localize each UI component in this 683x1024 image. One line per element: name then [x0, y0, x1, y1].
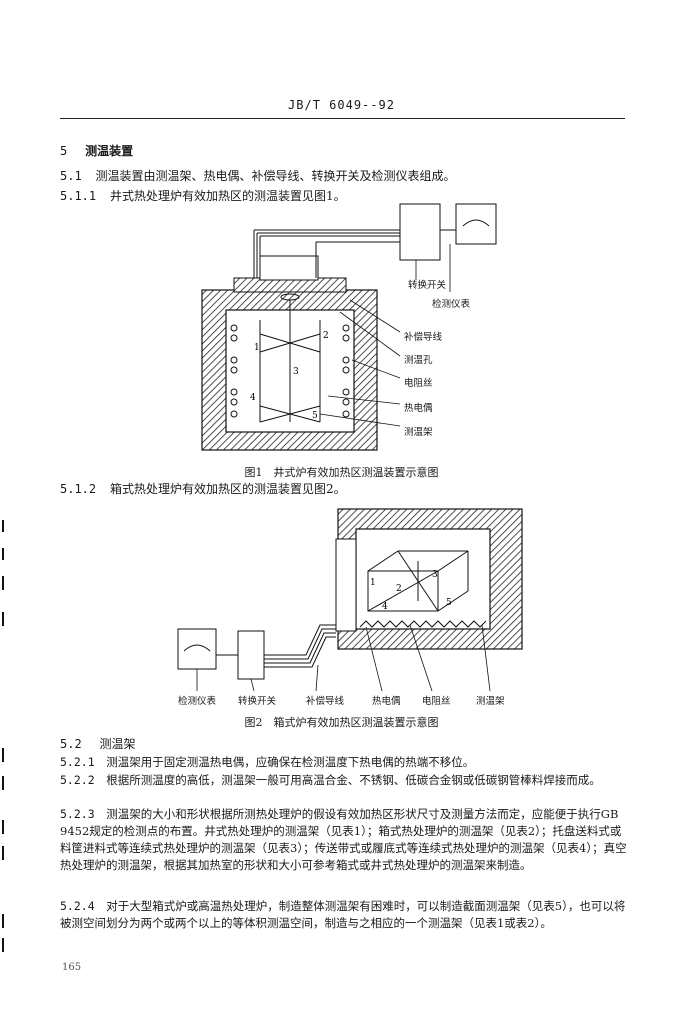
para-number: 5.2.4: [60, 899, 95, 913]
fig1-label-comp-wire: 补偿导线: [404, 332, 443, 343]
section-5-heading: 5 测温装置: [60, 143, 133, 159]
para-5-2-4: 5.2.4 对于大型箱式炉或高温热处理炉，制造整体测温架有困难时，可以制造截面测…: [60, 898, 630, 932]
para-number: 5.2.3: [60, 807, 95, 821]
scan-mark: [2, 576, 4, 590]
header-rule: [60, 118, 625, 119]
para-number: 5.1: [60, 169, 82, 183]
fig2-leader-lines: [196, 624, 491, 692]
section-title: 测温装置: [85, 144, 134, 158]
section-title: 测温架: [99, 737, 136, 751]
para-5-1-2: 5.1.2 箱式热处理炉有效加热区的测温装置见图2。: [60, 481, 346, 497]
para-5-1: 5.1 测温装置由测温架、热电偶、补偿导线、转换开关及检测仪表组成。: [60, 168, 456, 184]
box-gauge-icon: [183, 644, 211, 652]
fig2-label-comp-wire: 补偿导线: [306, 696, 345, 707]
standard-code: JB/T 6049--92: [288, 98, 395, 112]
instrument-box: [455, 203, 497, 245]
point-5: 5: [312, 411, 318, 421]
fig1-label-resistance-wire: 电阻丝: [404, 378, 433, 389]
page-number: 165: [62, 962, 82, 973]
box-instrument: [177, 628, 217, 670]
para-text: 对于大型箱式炉或高温热处理炉，制造整体测温架有困难时，可以制造截面测温架（见表5…: [60, 899, 626, 930]
scan-mark: [2, 914, 4, 928]
para-text: 根据所测温度的高低，测温架一般可用高温合金、不锈钢、低碳合金钢或低碳钢管棒料焊接…: [106, 773, 601, 787]
point-1: 1: [254, 343, 260, 353]
gauge-icon: [462, 219, 490, 227]
heating-element: [359, 620, 487, 628]
para-number: 5.2.2: [60, 773, 95, 787]
para-number: 5.1.2: [60, 482, 97, 496]
fig2-label-switch: 转换开关: [238, 696, 277, 707]
resistance-coils: [230, 324, 350, 418]
fig2-point-1: 1: [370, 578, 376, 588]
scan-mark: [2, 820, 4, 834]
figure-2-caption: 图2 箱式炉有效加热区测温装置示意图: [244, 716, 439, 729]
scan-mark: [2, 846, 4, 860]
fig1-leader-lines: [319, 244, 451, 427]
scan-mark: [2, 548, 4, 560]
fig1-label-hole: 测温孔: [404, 355, 433, 366]
figure-1-diagram: 1 2 3 4 5: [201, 203, 497, 451]
figure-1-caption: 图1 井式炉有效加热区测温装置示意图: [244, 466, 439, 479]
scan-mark: [2, 748, 4, 762]
switch-box: [399, 203, 441, 261]
fan-motor: [259, 255, 319, 281]
furnace-door: [335, 538, 357, 632]
section-number: 5.2: [60, 737, 82, 751]
para-number: 5.2.1: [60, 755, 95, 769]
fig2-point-4: 4: [382, 602, 388, 612]
box-leads: [264, 624, 336, 668]
para-text: 井式热处理炉有效加热区的测温装置见图1。: [109, 189, 346, 203]
fig1-label-switch: 转换开关: [408, 280, 447, 291]
fig2-label-resistance-wire: 电阻丝: [422, 696, 451, 707]
fig1-label-thermocouple: 热电偶: [404, 403, 433, 414]
fig1-label-instrument: 检测仪表: [432, 299, 471, 310]
fig1-label-rack: 测温架: [404, 427, 433, 438]
scan-mark: [2, 612, 4, 626]
scan-mark: [2, 520, 4, 532]
para-text: 箱式热处理炉有效加热区的测温装置见图2。: [109, 482, 346, 496]
para-text: 测温装置由测温架、热电偶、补偿导线、转换开关及检测仪表组成。: [95, 169, 456, 183]
section-5-2-heading: 5.2 测温架: [60, 736, 136, 752]
box-test-rack: [367, 550, 469, 612]
section-number: 5: [60, 144, 68, 158]
fig2-label-rack: 测温架: [476, 696, 505, 707]
para-text: 测温架的大小和形状根据所测热处理炉的假设有效加热区形状尺寸及测量方法而定，应能便…: [60, 807, 627, 872]
point-3: 3: [293, 367, 299, 377]
fig2-point-3: 3: [432, 570, 438, 580]
scan-mark: [2, 938, 4, 952]
para-5-1-1: 5.1.1 井式热处理炉有效加热区的测温装置见图1。: [60, 188, 346, 204]
point-4: 4: [250, 393, 256, 403]
figure-2-diagram: 1 2 3 4 5: [177, 508, 523, 692]
point-2: 2: [323, 331, 329, 341]
para-number: 5.1.1: [60, 189, 97, 203]
box-switch: [237, 630, 265, 680]
fig2-label-thermocouple: 热电偶: [372, 696, 401, 707]
fig2-point-2: 2: [396, 584, 402, 594]
para-text: 测温架用于固定测温热电偶，应确保在检测温度下热电偶的热端不移位。: [106, 755, 475, 769]
para-5-2-2: 5.2.2 根据所测温度的高低，测温架一般可用高温合金、不锈钢、低碳合金钢或低碳…: [60, 772, 630, 789]
para-5-2-3: 5.2.3 测温架的大小和形状根据所测热处理炉的假设有效加热区形状尺寸及测量方法…: [60, 806, 630, 874]
para-5-2-1: 5.2.1 测温架用于固定测温热电偶，应确保在检测温度下热电偶的热端不移位。: [60, 754, 630, 771]
fig2-label-instrument: 检测仪表: [178, 696, 217, 707]
scan-mark: [2, 776, 4, 790]
test-rack: [259, 300, 321, 423]
fig2-point-5: 5: [446, 598, 452, 608]
